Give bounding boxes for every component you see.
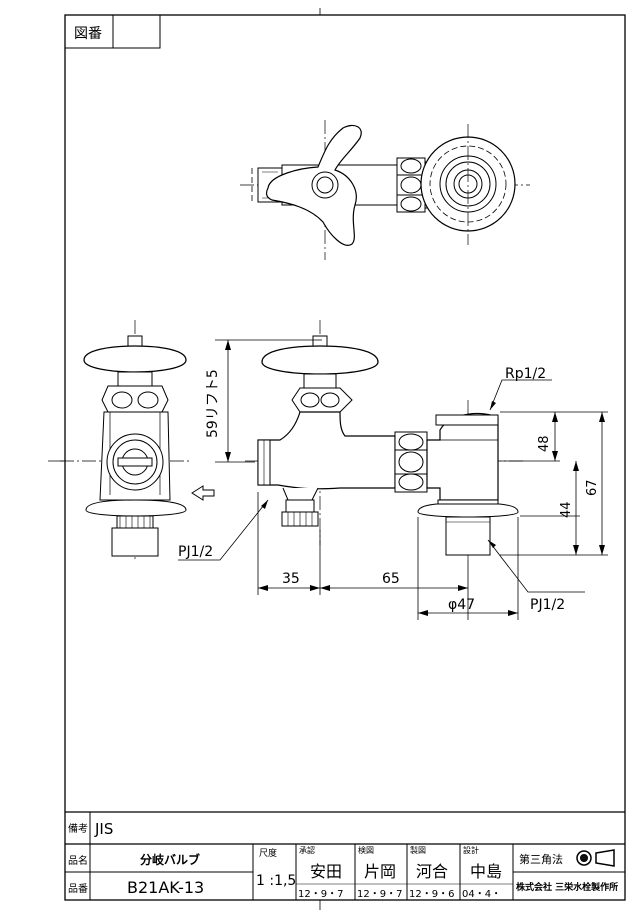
approved-date: 12・9・7 [298,889,343,900]
product-number: B21AK-13 [127,878,204,897]
dim-thread-bottom-left: PJ1/2 [178,544,213,560]
design-label: 設計 [463,845,479,855]
number-label: 品番 [68,883,88,895]
approved-label: 承認 [299,845,315,855]
drawn-label: 製図 [410,845,426,855]
drawing-number-box: 図番 [65,15,161,49]
dim-thread-top: Rp1/2 [505,366,546,382]
remarks-value: JIS [94,820,113,838]
drawn-name: 河合 [416,862,448,881]
checked-date: 12・9・7 [357,889,402,900]
dim-thread-bottom-right: PJ1/2 [530,597,565,613]
company-name: 株式会社 三栄水栓製作所 [516,881,618,893]
third-angle-projection-icon [576,849,615,867]
projection-label: 第三角法 [519,852,563,866]
checked-label: 検図 [358,845,374,855]
dim-phi47: φ47 [448,597,475,613]
dim-35: 35 [282,571,300,587]
design-name: 中島 [470,862,502,881]
remarks-label: 備考 [68,822,88,835]
scale-value: 1 :1,5 [256,873,296,889]
sheet-border [64,14,626,901]
product-name: 分岐バルブ [140,852,200,867]
dim-height-handle: 59リフト5 [205,369,221,438]
front-view [245,320,525,560]
title-block: 備考 JIS 品名 分岐バルブ 品番 B21AK-13 尺度 1 :1,5 承認… [65,811,625,900]
checked-name: 片岡 [364,862,396,881]
name-label: 品名 [68,854,88,867]
design-date: 04・4・ [462,889,501,900]
dimensions: 59リフト5 48 44 67 Rp1/2 35 65 φ47 [178,339,608,620]
drawn-date: 12・9・6 [409,889,454,900]
side-view [60,320,215,560]
dim-65: 65 [382,571,400,587]
drawing-number-label: 図番 [74,26,102,42]
dim-48: 48 [537,435,552,452]
top-view [240,120,530,260]
dim-67: 67 [585,479,600,496]
scale-label: 尺度 [259,847,277,859]
approved-name: 安田 [310,862,342,881]
dim-44: 44 [559,501,574,518]
